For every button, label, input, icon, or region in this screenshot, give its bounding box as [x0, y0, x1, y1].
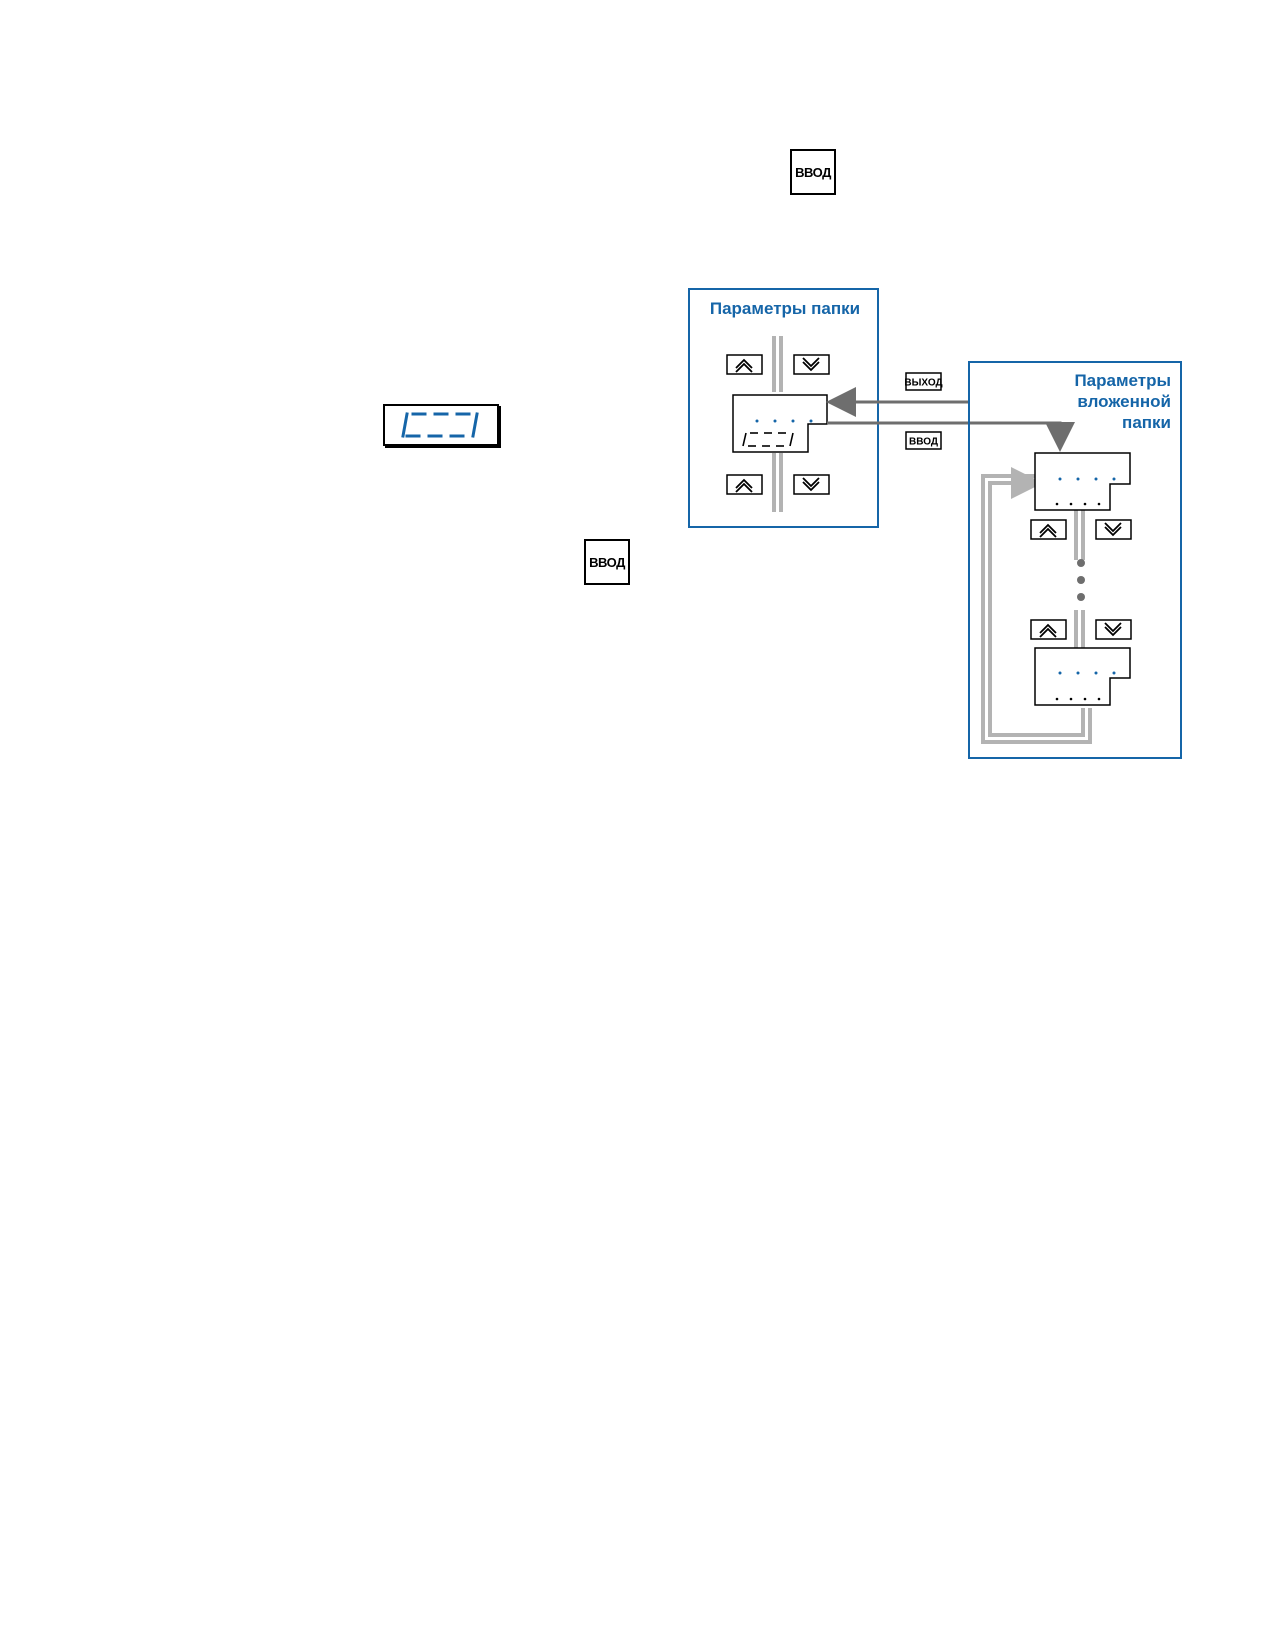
folder-params-frame — [688, 288, 879, 528]
folder-params-title: Параметры папки — [710, 299, 860, 318]
nested-params-title-line1: Параметры — [1074, 371, 1171, 390]
nested-params-title-line3: папки — [1122, 413, 1171, 432]
folder-up-key-top — [726, 354, 763, 375]
folder-up-key-bottom — [726, 474, 763, 495]
enter-arrow — [827, 421, 1075, 452]
svg-text:ВЫХОД: ВЫХОД — [904, 378, 942, 389]
nested-params-title-line2: вложенной — [1077, 392, 1171, 411]
nested-down-key-bottom — [1095, 619, 1132, 640]
nested-display-bottom — [1034, 647, 1131, 706]
segment-display — [383, 404, 499, 446]
folder-down-key-bottom — [793, 474, 830, 495]
ellipsis-icon — [1077, 559, 1085, 601]
exit-key-label: ВЫХОД — [904, 372, 943, 391]
folder-down-key-top — [793, 354, 830, 375]
nested-up-key-top — [1030, 519, 1067, 540]
nested-params-frame — [968, 361, 1182, 759]
nested-display-top — [1034, 452, 1131, 511]
nested-loop-arrows — [981, 467, 1092, 744]
svg-text:ВВОД: ВВОД — [909, 437, 938, 448]
dash-segments-icon — [401, 412, 479, 438]
folder-scroll-arrows — [772, 336, 783, 512]
enter-key-top: ВВОД — [790, 149, 836, 195]
enter-key-middle: ВВОД — [584, 539, 630, 585]
nested-up-key-bottom — [1030, 619, 1067, 640]
nested-down-key-top — [1095, 519, 1132, 540]
folder-display — [732, 394, 828, 453]
enter-key-label: ВВОД — [905, 431, 942, 450]
